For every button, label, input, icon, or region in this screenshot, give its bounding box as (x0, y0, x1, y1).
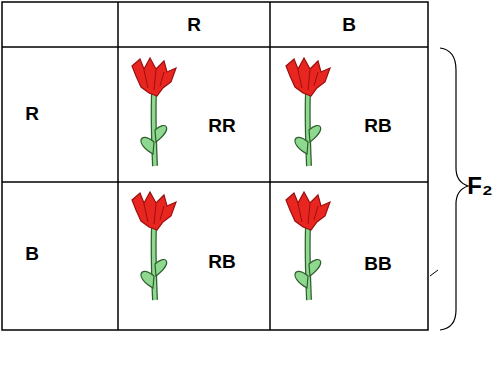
row-header: R (25, 103, 39, 125)
row-header: B (25, 243, 39, 265)
grid (2, 2, 428, 330)
flower-icon (132, 58, 176, 166)
generation-label: F₂ (467, 172, 492, 200)
flower-icon (286, 192, 330, 300)
genotype-label: RR (208, 115, 235, 137)
genotype-label: RB (364, 115, 391, 137)
genotype-label: RB (208, 251, 235, 273)
flower-icon (286, 58, 330, 166)
column-header: B (342, 14, 356, 36)
genotype-label: BB (364, 253, 391, 275)
tick (430, 270, 438, 276)
bracket (440, 48, 468, 330)
column-header: R (187, 14, 201, 36)
flower-icon (132, 192, 176, 300)
